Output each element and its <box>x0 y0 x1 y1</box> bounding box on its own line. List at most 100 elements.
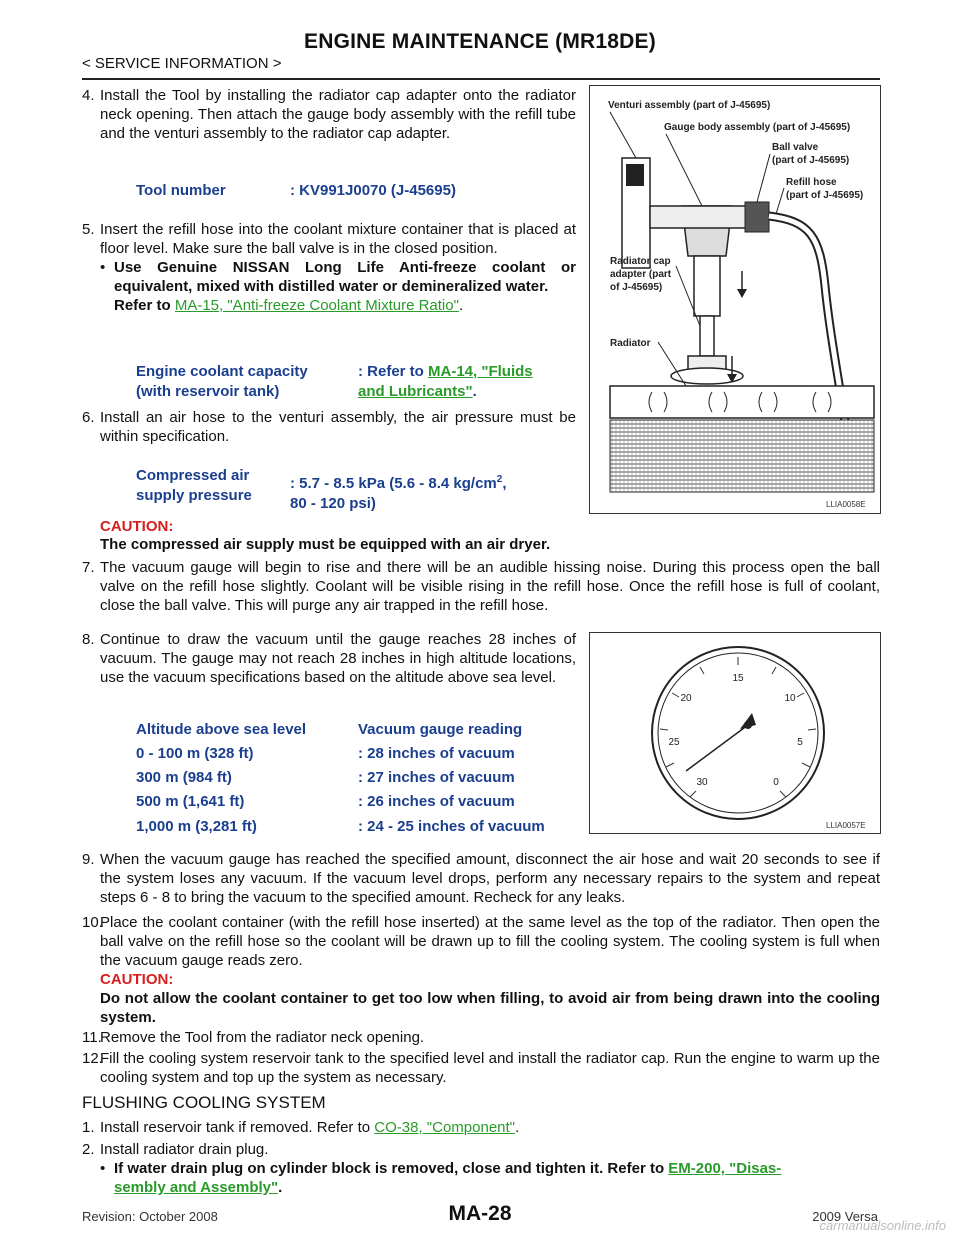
step-7: 7. The vacuum gauge will begin to rise a… <box>82 559 880 614</box>
bullet-icon: • <box>100 1160 106 1177</box>
leader-adapter <box>675 265 701 327</box>
link-antifreeze-ratio[interactable]: MA-15, "Anti-freeze Coolant Mixture Rati… <box>174 297 459 314</box>
label-venturi: Venturi assembly (part of J-45695) <box>608 100 770 111</box>
table-cell: 300 m (984 ft) <box>136 769 232 786</box>
vacuum-table-header-altitude: Altitude above sea level <box>136 721 307 738</box>
flushing-heading: FLUSHING COOLING SYSTEM <box>82 1093 326 1112</box>
figure-tool-assembly: Venturi assembly (part of J-45695) Gauge… <box>589 85 881 514</box>
adapter-flange <box>670 367 744 385</box>
link-fluids-lubricants[interactable]: MA-14, "Fluids <box>428 363 533 380</box>
table-cell: 0 - 100 m (328 ft) <box>136 745 254 762</box>
table-cell: : 28 inches of vacuum <box>358 745 515 762</box>
step-11: 11. Remove the Tool from the radiator ne… <box>82 1028 880 1047</box>
table-cell: : 27 inches of vacuum <box>358 769 515 786</box>
caution-text-1: The compressed air supply must be equipp… <box>100 536 551 553</box>
adapter-stem <box>699 315 715 357</box>
flushing-step-1: 1. Install reservoir tank if removed. Re… <box>82 1119 520 1136</box>
caution-label-1: CAUTION: <box>100 518 174 535</box>
radiator-core <box>609 419 875 493</box>
page-title: ENGINE MAINTENANCE (MR18DE) <box>304 30 656 53</box>
step-4-text: Install the Tool by installing the radia… <box>100 87 576 142</box>
step-9-text: When the vacuum gauge has reached the sp… <box>100 851 880 906</box>
label-refill-2: (part of J-45695) <box>786 190 863 201</box>
link-em200-disassembly[interactable]: EM-200, "Disas- <box>668 1160 782 1177</box>
step-5: 5. Insert the refill hose into the coola… <box>82 221 576 314</box>
coolant-capacity-value: : Refer to MA-14, "Fluids and Lubricants… <box>358 363 533 400</box>
vacuum-gauge-drawing: 15 20 10 25 5 30 0 LLIA0057E <box>651 646 866 830</box>
figure1-caption: LLIA0058E <box>826 500 866 509</box>
tool-number-label: Tool number <box>136 182 226 199</box>
dial-25: 25 <box>668 737 680 748</box>
tool-number-value: : KV991J0070 (J-45695) <box>290 182 456 199</box>
step-12: 12. Fill the cooling system reservoir ta… <box>82 1050 880 1086</box>
label-ball-valve-1: Ball valve <box>772 142 819 153</box>
footer-revision: Revision: October 2008 <box>82 1209 218 1224</box>
table-cell: : 24 - 25 inches of vacuum <box>358 818 545 835</box>
table-cell: 1,000 m (3,281 ft) <box>136 818 257 835</box>
step-12-text: Fill the cooling system reservoir tank t… <box>100 1050 880 1086</box>
step-4: 4. Install the Tool by installing the ra… <box>82 87 576 142</box>
step-10-text: Place the coolant container (with the re… <box>100 914 880 969</box>
radiator-tank <box>609 385 875 419</box>
step-8-text: Continue to draw the vacuum until the ga… <box>100 631 576 686</box>
gauge-needle <box>685 724 749 772</box>
link-co38-component[interactable]: CO-38, "Component" <box>374 1119 515 1136</box>
label-adapter-1: Radiator cap <box>610 256 671 267</box>
dial-20: 20 <box>680 693 692 704</box>
dial-0: 0 <box>773 777 779 788</box>
link-em200-disassembly-2[interactable]: sembly and Assembly" <box>114 1179 279 1196</box>
table-cell: 500 m (1,641 ft) <box>136 793 245 810</box>
venturi-window <box>626 164 644 186</box>
figure-vacuum-gauge: 15 20 10 25 5 30 0 LLIA0057E <box>589 632 881 834</box>
flushing-step-2: 2. Install radiator drain plug. • If wat… <box>82 1140 880 1197</box>
caution-text-2: Do not allow the coolant container to ge… <box>100 990 880 1026</box>
figure2-caption: LLIA0057E <box>826 821 866 830</box>
label-adapter-2: adapter (part <box>610 269 672 280</box>
label-ball-valve-2: (part of J-45695) <box>772 155 849 166</box>
step-8: 8. Continue to draw the vacuum until the… <box>82 631 576 686</box>
section-label: < SERVICE INFORMATION > <box>82 55 282 72</box>
leader-venturi <box>609 111 637 159</box>
caution-label-2: CAUTION: <box>100 971 174 988</box>
link-fluids-lubricants-2[interactable]: and Lubricants" <box>358 383 473 400</box>
footer-model: 2009 Versa <box>812 1209 878 1224</box>
arrow-head-1 <box>737 289 747 298</box>
dial-15: 15 <box>732 673 744 684</box>
step-11-text: Remove the Tool from the radiator neck o… <box>100 1029 425 1046</box>
venturi-tube <box>649 205 761 229</box>
table-cell: : 26 inches of vacuum <box>358 793 515 810</box>
bullet-icon: • <box>100 259 106 276</box>
pressure-label: Compressed air supply pressure <box>136 467 252 504</box>
leader-refill <box>775 187 785 215</box>
step-10: 10. Place the coolant container (with th… <box>82 914 880 1026</box>
label-refill-1: Refill hose <box>786 177 837 188</box>
label-radiator: Radiator <box>610 338 651 349</box>
radiator-tank-marks <box>648 391 832 413</box>
step-7-text: The vacuum gauge will begin to rise and … <box>100 559 880 614</box>
gauge-stem <box>693 255 721 317</box>
label-adapter-3: of J-45695) <box>610 282 662 293</box>
step-5-bullet: • Use Genuine NISSAN Long Life Anti-free… <box>100 259 576 314</box>
tool-assembly-drawing: Venturi assembly (part of J-45695) Gauge… <box>608 100 875 509</box>
header-rule <box>82 78 880 80</box>
watermark: carmanualsonline.info <box>819 1218 946 1233</box>
leader-gauge <box>665 133 703 207</box>
step-6: 6. Install an air hose to the venturi as… <box>82 409 576 445</box>
dial-10: 10 <box>784 693 796 704</box>
ball-valve <box>744 201 770 233</box>
vacuum-table-header-reading: Vacuum gauge reading <box>358 721 523 738</box>
gauge-numbers: 15 20 10 25 5 30 0 <box>668 673 803 788</box>
gauge-ticks <box>659 657 817 798</box>
leader-ball-valve <box>756 153 771 203</box>
leader-radiator <box>657 341 687 387</box>
page-number: MA-28 <box>448 1202 512 1225</box>
arrow-head-2 <box>727 374 737 383</box>
dial-30: 30 <box>696 777 708 788</box>
step-6-text: Install an air hose to the venturi assem… <box>100 409 576 445</box>
pressure-value: : 5.7 - 8.5 kPa (5.6 - 8.4 kg/cm2, 80 - … <box>290 474 507 512</box>
label-gauge-body: Gauge body assembly (part of J-45695) <box>664 122 850 133</box>
coolant-capacity-label: Engine coolant capacity (with reservoir … <box>136 363 308 400</box>
dial-5: 5 <box>797 737 803 748</box>
step-5-text: Insert the refill hose into the coolant … <box>100 221 576 257</box>
gauge-hub <box>744 721 752 729</box>
